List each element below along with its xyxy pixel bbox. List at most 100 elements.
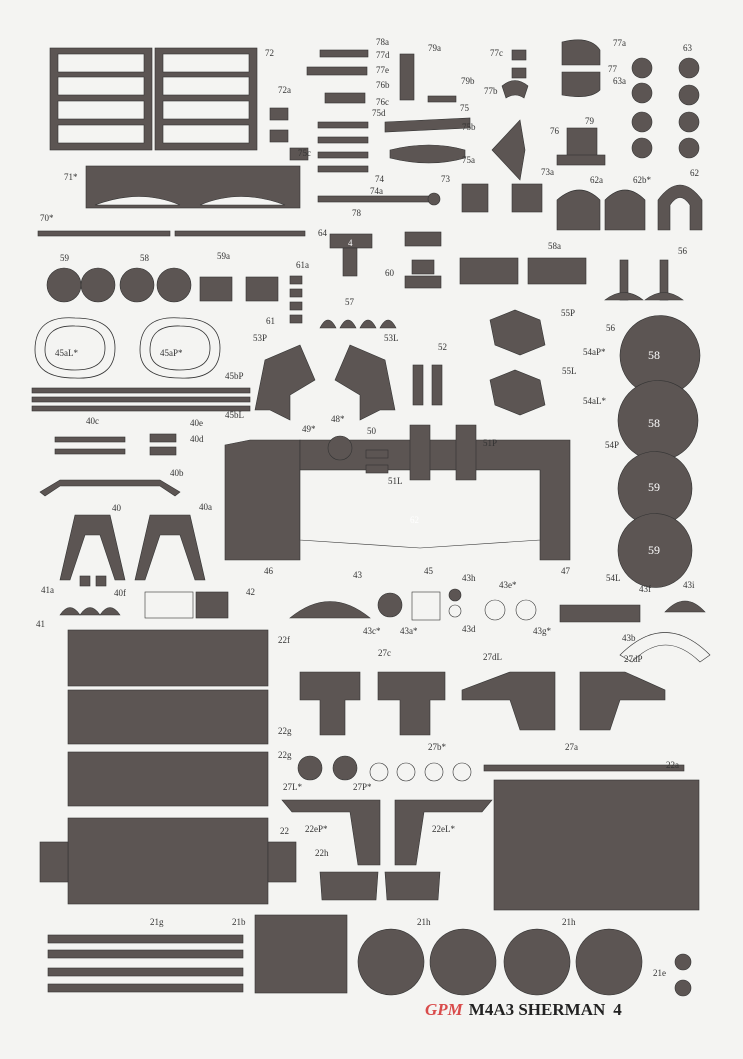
label: 75c xyxy=(298,148,311,158)
label: 56 xyxy=(606,323,615,333)
label: 22f xyxy=(278,635,290,645)
label: 74 xyxy=(375,174,384,184)
label: 54L xyxy=(606,573,621,583)
label: 42 xyxy=(246,587,255,597)
label: 40 xyxy=(112,503,121,513)
label: 27P* xyxy=(353,782,372,792)
label: 43e* xyxy=(499,580,517,590)
label: 40a xyxy=(199,502,212,512)
label: 77a xyxy=(613,38,626,48)
label: 64 xyxy=(318,228,327,238)
label: 76 xyxy=(550,126,559,136)
part-number: 59 xyxy=(648,480,660,494)
label: 27L* xyxy=(283,782,302,792)
page-number: 4 xyxy=(613,1000,622,1019)
label: 27dL xyxy=(483,652,502,662)
label: 77c xyxy=(490,48,503,58)
label: 75b xyxy=(462,122,476,132)
label: 45bP xyxy=(225,371,244,381)
label: 40d xyxy=(190,434,204,444)
label: 48* xyxy=(331,414,345,424)
label: 43f xyxy=(639,584,651,594)
part-number: 62 xyxy=(410,515,419,525)
label: 50 xyxy=(367,426,376,436)
label: 21h xyxy=(417,917,431,927)
label: 21h xyxy=(562,917,576,927)
label: 72 xyxy=(265,48,274,58)
label: 40b xyxy=(170,468,184,478)
label: 47 xyxy=(561,566,570,576)
label: 51L xyxy=(388,476,403,486)
label: 22eL* xyxy=(432,824,455,834)
label: 22 xyxy=(280,826,289,836)
label: 22g xyxy=(278,750,292,760)
label: 57 xyxy=(345,297,354,307)
part-number: 59 xyxy=(648,543,660,557)
label: 40e xyxy=(190,418,203,428)
part-72 xyxy=(49,47,258,151)
label: 46 xyxy=(264,566,273,576)
label: 55L xyxy=(562,366,577,376)
label: 61a xyxy=(296,260,309,270)
label: 62a xyxy=(590,175,603,185)
label: 74a xyxy=(370,186,383,196)
label: 76c xyxy=(376,97,389,107)
label: 59 xyxy=(60,253,69,263)
label: 40f xyxy=(114,588,126,598)
label: 43g* xyxy=(533,626,551,636)
brand-logo: GPM xyxy=(425,1000,463,1019)
label: 22g xyxy=(278,726,292,736)
part-number: 58 xyxy=(648,348,660,362)
label: 76b xyxy=(376,80,390,90)
label: 45 xyxy=(424,566,433,576)
label: 78 xyxy=(352,208,361,218)
label: 21e xyxy=(653,968,666,978)
label: 43a* xyxy=(400,626,418,636)
label: 58a xyxy=(548,241,561,251)
label: 43b xyxy=(622,633,636,643)
label: 49* xyxy=(302,424,316,434)
label: 22eP* xyxy=(305,824,328,834)
label: 78a xyxy=(376,37,389,47)
label: 22h xyxy=(315,848,329,858)
label: 27dP xyxy=(624,654,643,664)
label: 43d xyxy=(462,624,476,634)
part-number: 58 xyxy=(648,416,660,430)
label: 79a xyxy=(428,43,441,53)
label: 43 xyxy=(353,570,362,580)
label: 63a xyxy=(613,76,626,86)
label: 52 xyxy=(438,342,447,352)
label: 71* xyxy=(64,172,78,182)
label: 27c xyxy=(378,648,391,658)
label: 53L xyxy=(384,333,399,343)
label: 58 xyxy=(140,253,149,263)
label: 62b* xyxy=(633,175,651,185)
label: 43i xyxy=(683,580,695,590)
label: 63 xyxy=(683,43,692,53)
label: 77d xyxy=(376,50,390,60)
label: 45aL* xyxy=(55,348,78,358)
label: 45bL xyxy=(225,410,244,420)
label: 27a xyxy=(565,742,578,752)
label: 21b xyxy=(232,917,246,927)
label: 75 xyxy=(460,103,469,113)
label: 43c* xyxy=(363,626,381,636)
label: 72a xyxy=(278,85,291,95)
label: 70* xyxy=(40,213,54,223)
label: 41a xyxy=(41,585,54,595)
label: 73a xyxy=(541,167,554,177)
label: 27b* xyxy=(428,742,446,752)
label: 79 xyxy=(585,116,594,126)
label: 62 xyxy=(690,168,699,178)
label: 40c xyxy=(86,416,99,426)
label: 51P xyxy=(483,438,498,448)
label: 55P xyxy=(561,308,576,318)
label: 54aP* xyxy=(583,347,606,357)
label: 56 xyxy=(678,246,687,256)
label: 59a xyxy=(217,251,230,261)
label: 61 xyxy=(266,316,275,326)
label: 77 xyxy=(608,64,617,74)
part-70 xyxy=(37,230,171,237)
